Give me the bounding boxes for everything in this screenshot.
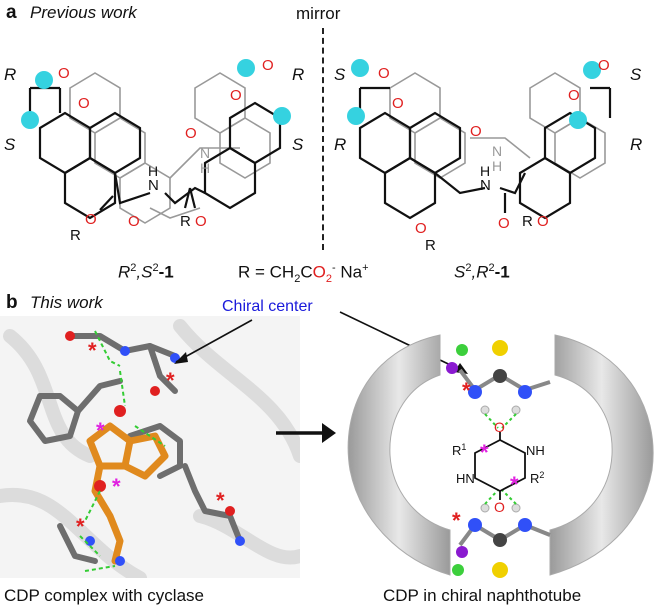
svg-text:H: H [200, 160, 210, 176]
svg-text:H: H [492, 158, 502, 174]
left-stereo-s-right: S [292, 135, 304, 154]
right-stereo-r-left: R [334, 135, 346, 154]
svg-text:*: * [112, 474, 121, 499]
svg-text:O: O [128, 213, 140, 230]
svg-text:N: N [492, 143, 502, 159]
right-enantiomer-label: S2,R2-1 [454, 262, 510, 282]
chiral-center-label: Chiral center [222, 298, 313, 315]
right-stereo-s-top: S [334, 65, 346, 84]
left-stereo-r-right: R [292, 65, 304, 84]
svg-text:O: O [568, 87, 580, 104]
chiral-arrow-icon [174, 311, 468, 374]
right-molecule-structure: S R S R O O O O O N H N H O O R R O [334, 57, 642, 254]
svg-text:O: O [230, 87, 242, 104]
svg-text:N: N [480, 177, 491, 194]
svg-text:R2: R2 [530, 470, 544, 486]
svg-text:NH: NH [526, 443, 545, 458]
svg-text:HN: HN [456, 471, 475, 486]
right-stereo-r-right: R [630, 135, 642, 154]
svg-text:H: H [148, 163, 158, 179]
svg-text:*: * [96, 418, 105, 443]
svg-text:R: R [70, 227, 81, 244]
svg-text:O: O [415, 220, 427, 237]
panel-a-letter: a [6, 2, 17, 23]
svg-text:O: O [378, 65, 390, 82]
svg-text:R: R [425, 237, 436, 254]
svg-text:O: O [185, 125, 197, 142]
left-stereo-r-top: R [4, 65, 16, 84]
svg-text:*: * [216, 488, 225, 513]
svg-text:*: * [166, 368, 175, 393]
protein-complex-image: * * * * * * [0, 316, 300, 578]
svg-text:O: O [494, 499, 505, 515]
mirror-line [322, 28, 324, 250]
svg-text:O: O [392, 95, 404, 112]
right-caption: CDP in chiral naphthotube [383, 586, 582, 605]
mirror-label: mirror [296, 4, 341, 23]
svg-text:O: O [85, 211, 97, 228]
right-stereo-s-right: S [630, 65, 642, 84]
svg-text:O: O [78, 95, 90, 112]
r-group-definition: R = CH2CO2- Na+ [238, 262, 369, 286]
panel-b-subtitle: This work [30, 293, 103, 312]
svg-text:R: R [180, 213, 191, 230]
svg-text:*: * [480, 440, 489, 465]
svg-text:*: * [76, 514, 85, 539]
svg-text:O: O [598, 57, 610, 74]
svg-text:*: * [452, 508, 461, 533]
panel-b-letter: b [6, 292, 18, 313]
naphthotube-illustration: O O NH HN R1 R2 * * * * [347, 334, 654, 578]
svg-text:*: * [88, 338, 97, 363]
svg-text:O: O [498, 215, 510, 232]
svg-text:N: N [200, 145, 210, 161]
svg-text:*: * [510, 472, 519, 497]
svg-text:H: H [480, 163, 490, 179]
svg-text:O: O [537, 213, 549, 230]
svg-text:O: O [262, 57, 274, 74]
svg-text:R: R [522, 213, 533, 230]
svg-text:O: O [58, 65, 70, 82]
svg-text:O: O [195, 213, 207, 230]
left-molecule-structure: R S R S O O O O O N H N H O O R R O [4, 57, 304, 244]
arrow-right-icon [276, 423, 336, 443]
svg-text:R1: R1 [452, 442, 466, 458]
panel-a-subtitle: Previous work [30, 3, 137, 22]
left-stereo-s-left: S [4, 135, 16, 154]
svg-text:O: O [470, 123, 482, 140]
left-caption: CDP complex with cyclase [4, 586, 204, 605]
svg-text:N: N [148, 177, 159, 194]
left-enantiomer-label: R2,S2-1 [118, 262, 174, 282]
svg-text:O: O [494, 419, 505, 435]
svg-text:*: * [462, 378, 471, 403]
